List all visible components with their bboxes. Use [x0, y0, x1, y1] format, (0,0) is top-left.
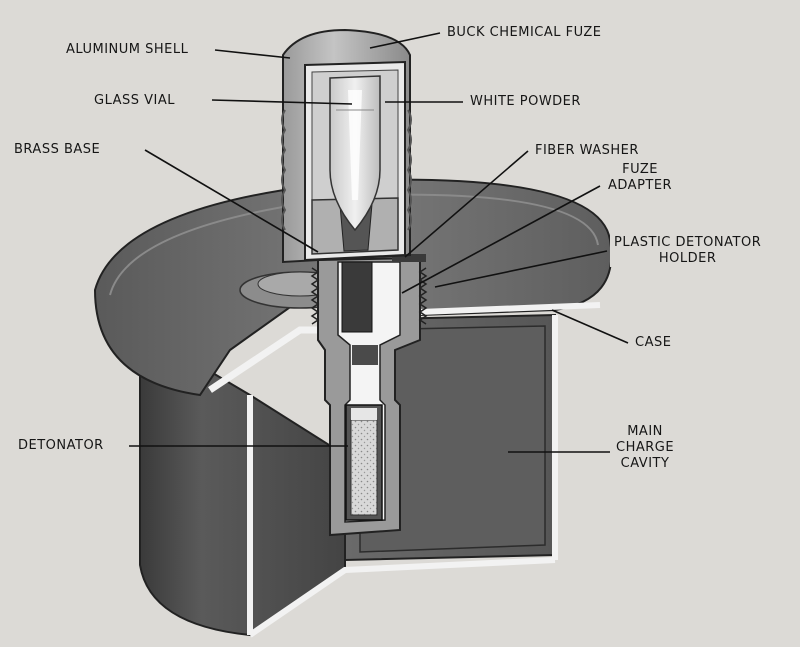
leader-buck-chemical-fuze — [369, 32, 441, 49]
leader-fuze-adapter — [401, 185, 601, 294]
leader-fiber-washer — [404, 150, 529, 258]
label-fiber-washer: FIBER WASHER — [531, 143, 643, 159]
leader-case — [551, 309, 629, 344]
label-main-charge-cavity: MAIN CHARGE CAVITY — [612, 424, 679, 472]
label-case: CASE — [631, 335, 676, 351]
label-glass-vial: GLASS VIAL — [90, 93, 180, 109]
label-buck-chemical-fuze: BUCK CHEMICAL FUZE — [443, 25, 606, 41]
case-body — [139, 313, 558, 638]
label-aluminum-shell: ALUMINUM SHELL — [62, 42, 193, 58]
glass-vial — [329, 75, 381, 232]
fuze-adapter-section — [310, 256, 428, 537]
label-brass-base: BRASS BASE — [10, 142, 105, 158]
fiber-washer-shape — [392, 254, 426, 262]
leader-brass-base — [144, 149, 319, 253]
label-fuze-adapter: FUZE ADAPTER — [604, 162, 677, 194]
leader-plastic-detonator-holder — [434, 250, 608, 288]
leader-aluminum-shell — [214, 49, 291, 59]
label-white-powder: WHITE POWDER — [466, 94, 585, 110]
label-plastic-detonator-holder: PLASTIC DETONATOR HOLDER — [610, 235, 766, 267]
label-detonator: DETONATOR — [14, 438, 108, 454]
leader-lines — [129, 32, 629, 453]
leader-glass-vial — [211, 99, 353, 105]
